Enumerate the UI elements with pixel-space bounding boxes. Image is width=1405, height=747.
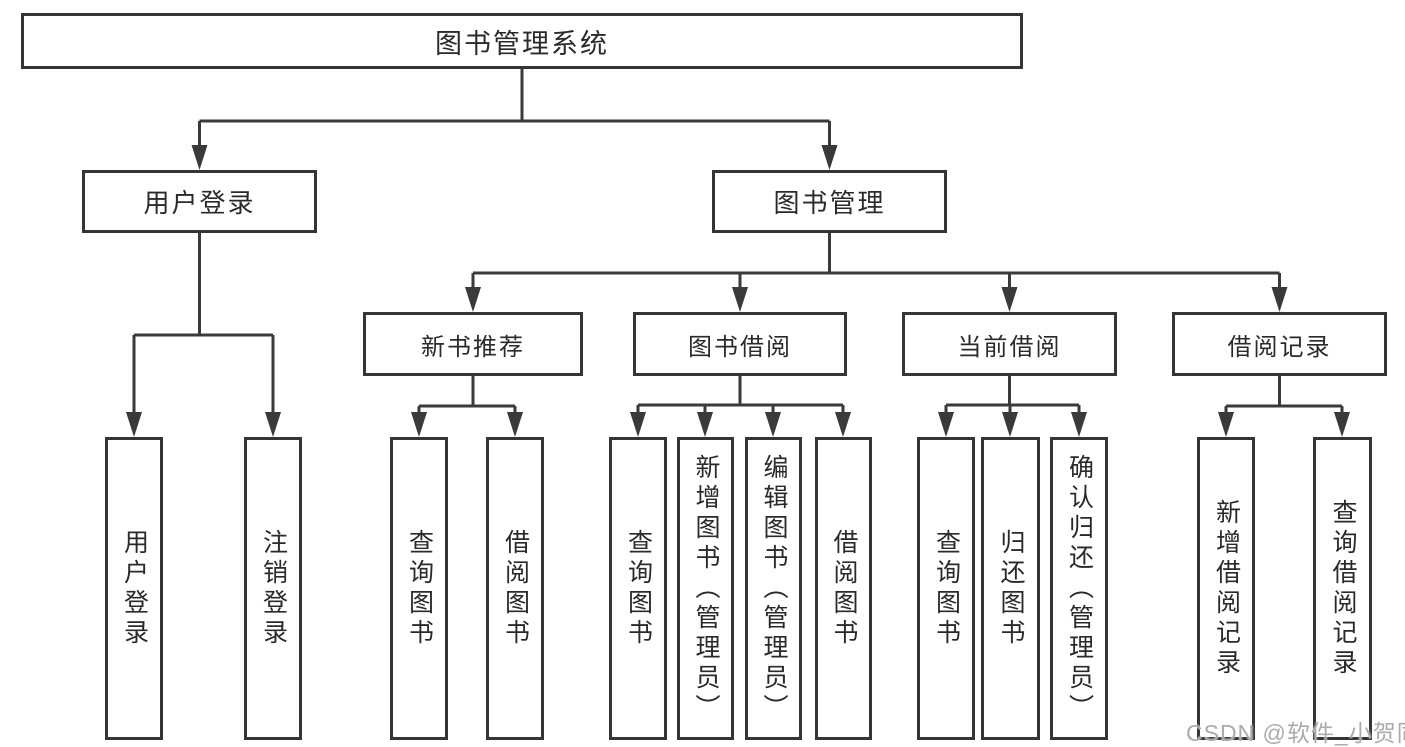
node-user-login-module: 用户登录 xyxy=(82,170,317,233)
leaf-edit-books-admin-label: 编辑图书（管理员） xyxy=(760,453,788,724)
leaf-query-books-recommend: 查询图书 xyxy=(390,437,448,740)
node-borrowing-records-label: 借阅记录 xyxy=(1227,333,1332,361)
leaf-query-books-current: 查询图书 xyxy=(917,437,975,740)
leaf-borrow-books-label: 借阅图书 xyxy=(830,528,858,649)
connector-arrowheads xyxy=(126,145,1350,437)
leaf-query-borrow-record: 查询借阅记录 xyxy=(1313,437,1372,740)
node-book-borrowing-label: 图书借阅 xyxy=(688,333,792,361)
leaf-borrow-books-recommend: 借阅图书 xyxy=(486,437,544,740)
leaf-add-books-admin: 新增图书（管理员） xyxy=(677,437,734,740)
leaf-confirm-return-admin: 确认归还（管理员） xyxy=(1050,437,1108,740)
leaf-add-books-admin-label: 新增图书（管理员） xyxy=(692,453,720,724)
node-book-borrowing: 图书借阅 xyxy=(633,312,847,376)
leaf-borrow-books-recommend-label: 借阅图书 xyxy=(501,528,530,649)
leaf-return-books-label: 归还图书 xyxy=(997,528,1025,649)
leaf-query-books-borrowing-label: 查询图书 xyxy=(624,528,653,649)
node-user-login-module-label: 用户登录 xyxy=(143,188,256,218)
node-new-book-recommend: 新书推荐 xyxy=(363,312,583,376)
leaf-borrow-books: 借阅图书 xyxy=(815,437,872,740)
leaf-confirm-return-admin-label: 确认归还（管理员） xyxy=(1065,453,1094,724)
leaf-user-login-label: 用户登录 xyxy=(120,528,149,649)
leaf-query-books-current-label: 查询图书 xyxy=(932,528,961,649)
leaf-logout-label: 注销登录 xyxy=(259,528,288,649)
leaf-query-books-borrowing: 查询图书 xyxy=(609,437,667,740)
node-book-management-module-label: 图书管理 xyxy=(773,188,886,218)
leaf-edit-books-admin: 编辑图书（管理员） xyxy=(745,437,802,740)
leaf-query-books-recommend-label: 查询图书 xyxy=(405,528,434,649)
node-current-borrowing-label: 当前借阅 xyxy=(957,333,1062,361)
leaf-user-login: 用户登录 xyxy=(105,437,163,740)
node-borrowing-records: 借阅记录 xyxy=(1172,312,1387,376)
leaf-query-borrow-record-label: 查询借阅记录 xyxy=(1329,498,1357,679)
csdn-watermark: CSDN @软件_小贺同学 xyxy=(1186,720,1405,746)
leaf-return-books: 归还图书 xyxy=(981,437,1040,740)
node-root-system-label: 图书管理系统 xyxy=(435,28,609,59)
node-new-book-recommend-label: 新书推荐 xyxy=(421,333,525,361)
node-root-system: 图书管理系统 xyxy=(21,13,1023,69)
node-book-management-module: 图书管理 xyxy=(712,170,947,233)
leaf-logout: 注销登录 xyxy=(244,437,302,740)
leaf-add-borrow-record: 新增借阅记录 xyxy=(1197,437,1255,740)
leaf-add-borrow-record-label: 新增借阅记录 xyxy=(1212,498,1241,679)
connector-lines xyxy=(132,69,1344,414)
node-current-borrowing: 当前借阅 xyxy=(902,312,1117,376)
